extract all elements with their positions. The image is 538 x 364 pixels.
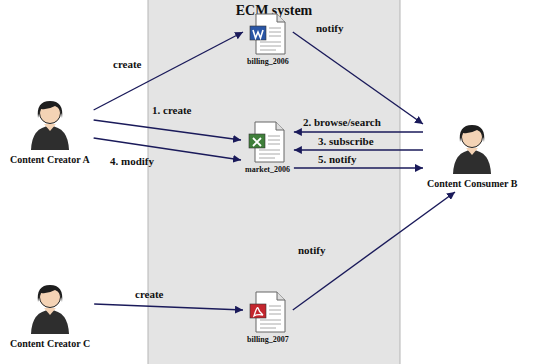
flow-arrow [294,131,423,132]
document-icon [248,290,288,334]
person-icon [27,98,73,150]
person-icon [449,122,495,174]
arrow-label: notify [298,244,326,257]
file-name: market_2006 [243,165,292,175]
document-item: market_2006 [243,120,292,175]
arrow-label: 5. notify [318,153,357,166]
flow-arrow [94,120,241,140]
flow-arrow [293,32,423,124]
system-band [148,0,400,364]
arrow-label: 1. create [152,104,192,117]
document-item: billing_2007 [245,290,291,345]
person-icon [27,282,73,334]
document-icon [248,12,288,56]
actor-figure: Content Creator C [8,282,92,350]
actor-figure: Content Creator A [8,98,92,166]
arrow-label: notify [316,22,344,35]
arrow-label: 2. browse/search [303,116,381,129]
document-icon [247,120,287,164]
arrow-label: 4. modify [110,155,154,168]
flow-arrow [94,304,243,310]
actor-figure: Content Consumer B [425,122,519,190]
arrow-label: 3. subscribe [318,135,374,148]
flow-arrow [94,32,243,110]
system-band: ECM systembilling_2006market_2006billing… [148,0,400,364]
document-item: billing_2006 [245,12,291,67]
file-name: billing_2006 [245,57,291,67]
arrow-label: create [135,288,164,301]
file-name: billing_2007 [245,335,291,345]
flow-arrow [294,167,423,168]
flow-arrow [294,149,423,150]
actor-name: Content Creator A [8,153,92,166]
flow-arrow [293,192,455,310]
actor-name: Content Consumer B [425,177,519,190]
arrow-label: create [113,58,142,71]
actor-name: Content Creator C [8,337,92,350]
